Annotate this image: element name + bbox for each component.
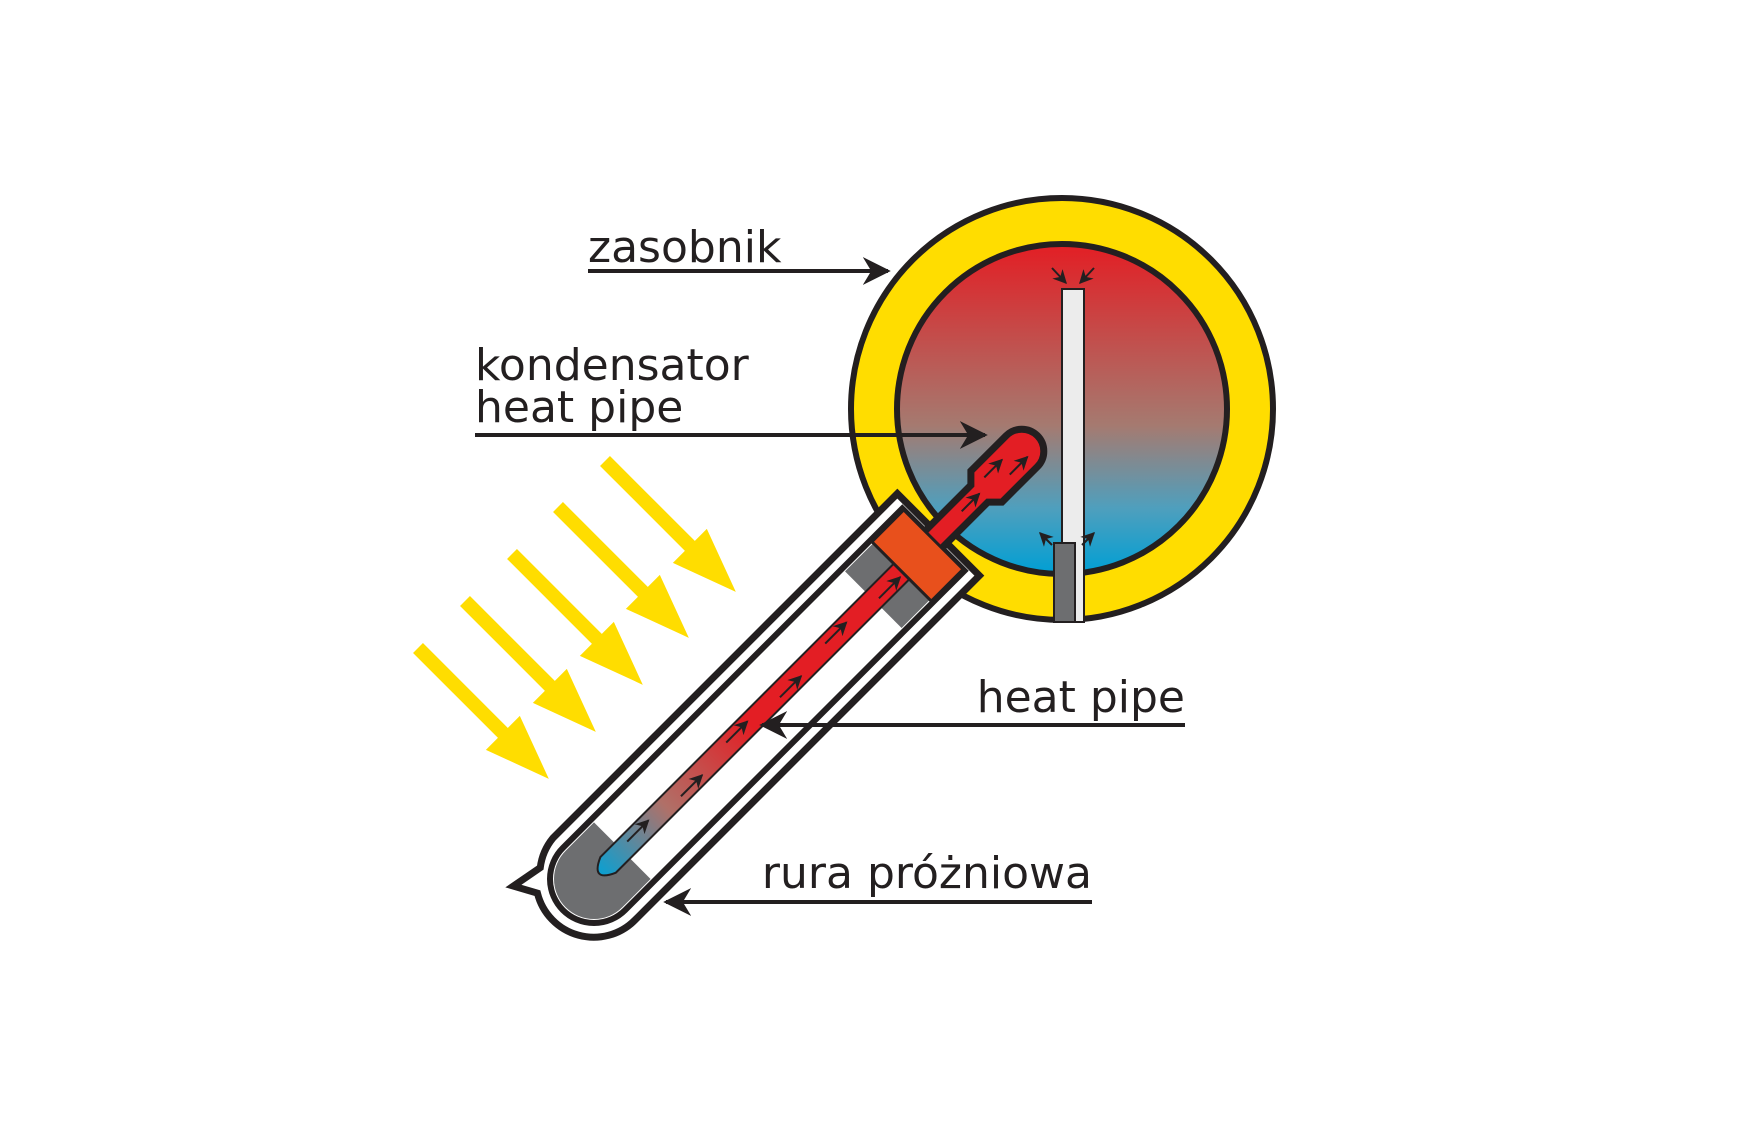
label-condenser-line2: heat pipe bbox=[475, 382, 683, 433]
label-condenser-line1: kondensator bbox=[475, 340, 750, 391]
heat-pipe-rod bbox=[596, 530, 943, 877]
label-tank-text: zasobnik bbox=[588, 222, 782, 273]
label-heat-pipe-text: heat pipe bbox=[977, 672, 1185, 723]
label-vacuum-tube-text: rura próżniowa bbox=[762, 848, 1092, 899]
label-tank: zasobnik bbox=[588, 222, 891, 285]
collar bbox=[869, 507, 966, 604]
label-condenser: kondensator heat pipe bbox=[475, 340, 988, 449]
label-heat-pipe: heat pipe bbox=[759, 672, 1185, 739]
sun-rays-icon bbox=[413, 456, 736, 779]
vacuum-tube bbox=[505, 425, 1048, 941]
flow-arrows-icon bbox=[1039, 267, 1095, 547]
label-vacuum-tube: rura próżniowa bbox=[663, 848, 1092, 916]
tank-inlet-pipe bbox=[1053, 542, 1076, 623]
